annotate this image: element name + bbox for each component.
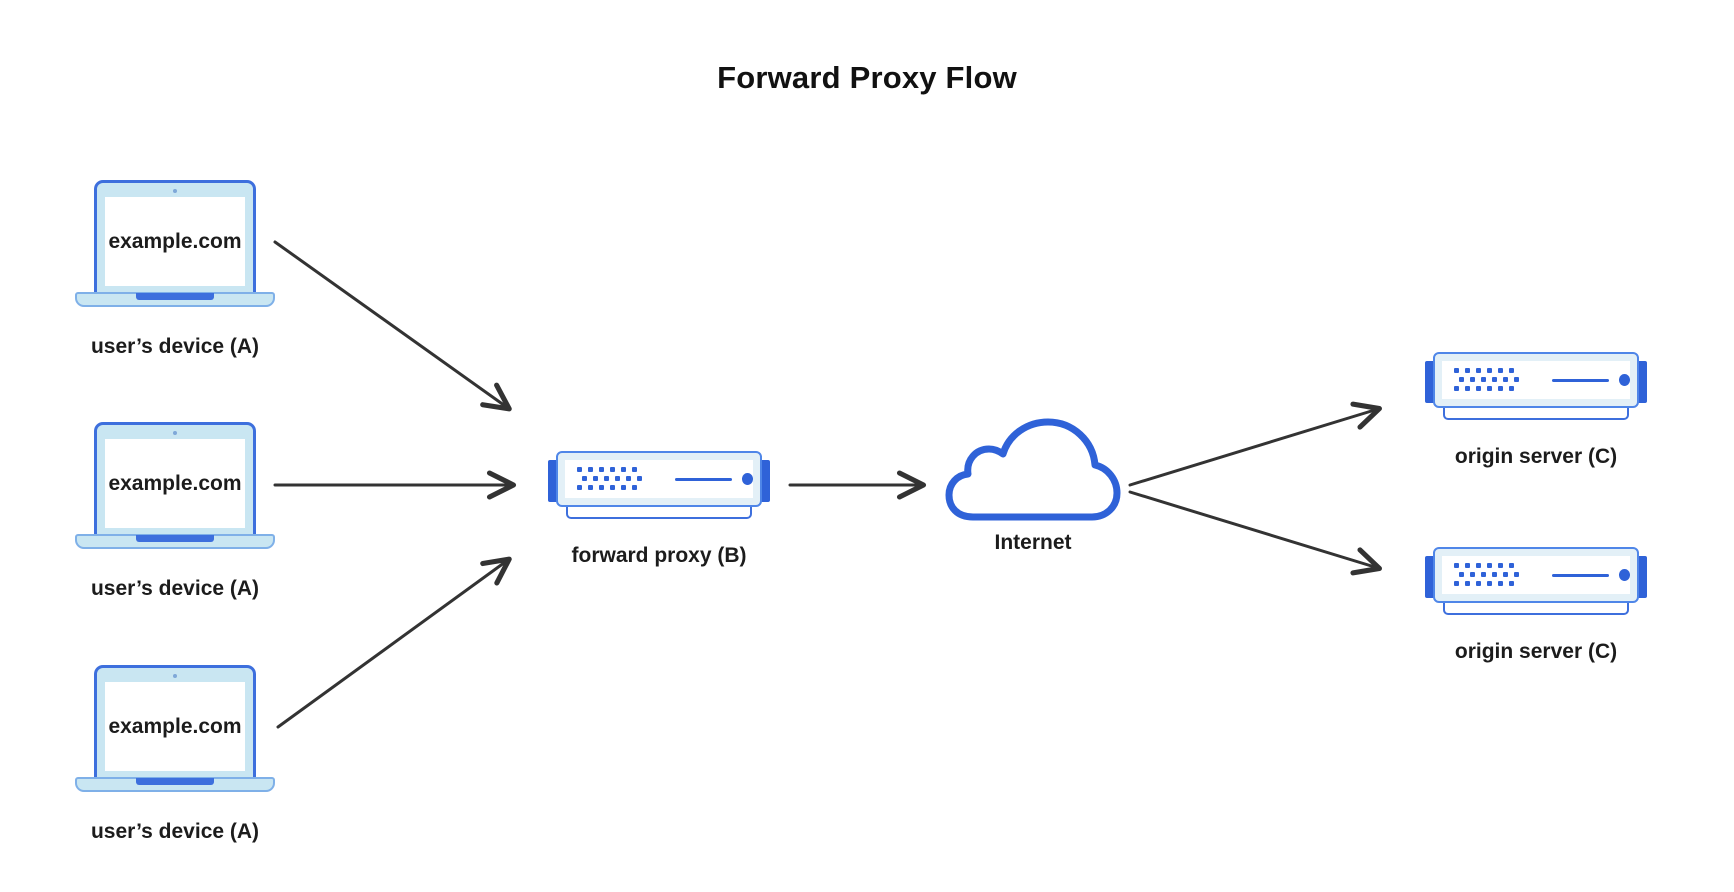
arrow-internet-to-origin2 bbox=[1128, 490, 1382, 576]
client-label-2: user’s device (A) bbox=[90, 577, 260, 600]
server-status-line bbox=[674, 477, 732, 481]
client-label-3: user’s device (A) bbox=[90, 820, 260, 843]
server-status-line bbox=[1551, 378, 1609, 382]
forward-proxy-label: forward proxy (B) bbox=[571, 544, 747, 567]
laptop-lid: example.com bbox=[94, 665, 256, 781]
arrow-client3-to-proxy bbox=[276, 556, 512, 729]
laptop-icon: example.com bbox=[75, 665, 275, 802]
client-node-3[interactable]: example.com user’s device (A) bbox=[75, 665, 275, 843]
server-status-dot bbox=[1618, 569, 1630, 581]
origin-server-node-1[interactable]: origin server (C) bbox=[1425, 348, 1647, 468]
server-body bbox=[556, 451, 762, 507]
forward-proxy-node[interactable]: forward proxy (B) bbox=[548, 447, 770, 567]
server-icon bbox=[1425, 348, 1647, 428]
laptop-screen: example.com bbox=[105, 439, 245, 528]
server-face bbox=[1442, 361, 1630, 399]
laptop-screen-text: example.com bbox=[108, 229, 242, 253]
origin-server-node-2[interactable]: origin server (C) bbox=[1425, 543, 1647, 663]
page-title: Forward Proxy Flow bbox=[717, 60, 1017, 95]
laptop-icon: example.com bbox=[75, 180, 275, 317]
laptop-screen: example.com bbox=[105, 682, 245, 771]
client-label-1: user’s device (A) bbox=[90, 335, 260, 358]
laptop-screen: example.com bbox=[105, 197, 245, 286]
laptop-trackpad bbox=[136, 293, 214, 300]
origin-server-label-2: origin server (C) bbox=[1454, 640, 1618, 663]
laptop-trackpad bbox=[136, 778, 214, 785]
client-node-1[interactable]: example.com user’s device (A) bbox=[75, 180, 275, 358]
server-icon bbox=[548, 447, 770, 527]
laptop-camera-icon bbox=[173, 431, 177, 435]
server-icon bbox=[1425, 543, 1647, 623]
laptop-lid: example.com bbox=[94, 422, 256, 538]
server-vent-grid bbox=[1452, 563, 1528, 587]
server-body bbox=[1433, 547, 1639, 603]
origin-server-label-1: origin server (C) bbox=[1454, 445, 1618, 468]
laptop-trackpad bbox=[136, 535, 214, 542]
laptop-camera-icon bbox=[173, 189, 177, 193]
cloud-icon bbox=[945, 418, 1121, 528]
server-body bbox=[1433, 352, 1639, 408]
arrow-internet-to-origin1 bbox=[1128, 401, 1382, 487]
laptop-screen-text: example.com bbox=[108, 714, 242, 738]
server-vent-grid bbox=[1452, 368, 1528, 392]
laptop-screen-text: example.com bbox=[108, 471, 242, 495]
internet-label: Internet bbox=[994, 531, 1072, 554]
server-status-dot bbox=[741, 473, 753, 485]
server-status-dot bbox=[1618, 374, 1630, 386]
laptop-lid: example.com bbox=[94, 180, 256, 296]
internet-node[interactable]: Internet bbox=[945, 418, 1121, 554]
arrow-client1-to-proxy bbox=[273, 240, 512, 412]
laptop-icon: example.com bbox=[75, 422, 275, 559]
server-status-line bbox=[1551, 573, 1609, 577]
server-face bbox=[565, 460, 753, 498]
server-face bbox=[1442, 556, 1630, 594]
server-vent-grid bbox=[575, 467, 651, 491]
laptop-camera-icon bbox=[173, 674, 177, 678]
client-node-2[interactable]: example.com user’s device (A) bbox=[75, 422, 275, 600]
